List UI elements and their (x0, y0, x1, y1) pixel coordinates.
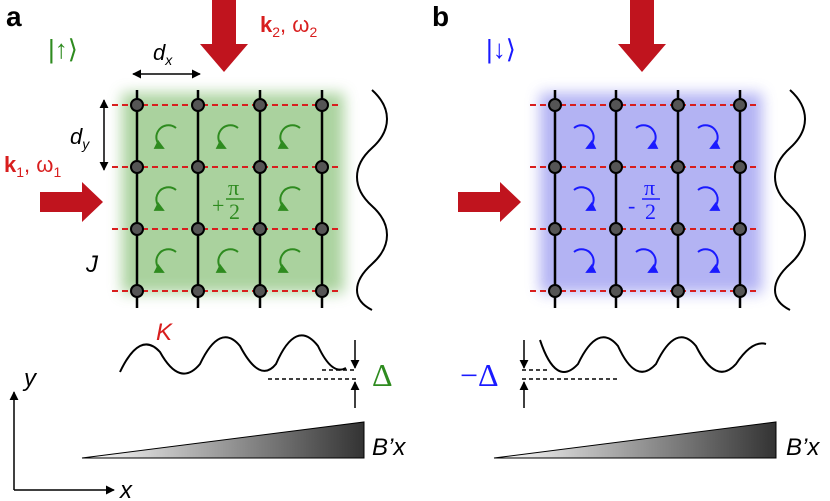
coordinate-axes: y x (9, 365, 133, 501)
panel-b-potential-wave (539, 336, 767, 373)
panel-b: b |↓⟩ (432, 0, 820, 461)
panel-a-k1-label: k1, ω1 (4, 152, 61, 180)
panel-b-bonds-horizontal (530, 104, 756, 292)
panel-a-field-gradient (81, 421, 365, 459)
panel-a-gradient-label: B’x (372, 434, 406, 461)
panel-b-flux-sign: - (628, 193, 635, 218)
panel-a-flux-numerator: π (228, 175, 239, 200)
panel-a-flux-denominator: 2 (229, 199, 240, 224)
panel-a-K-label: K (156, 319, 173, 346)
panel-a-beam2-arrow (200, 0, 248, 72)
panel-b-state-label: |↓⟩ (486, 34, 516, 64)
panel-a-letter: a (6, 1, 22, 32)
panel-a-circulation-arrows (153, 124, 301, 273)
panel-b-letter: b (432, 1, 449, 32)
panel-a-bonds-horizontal (112, 104, 338, 292)
panel-b-circulation-arrows (573, 124, 721, 273)
panel-a-state-label: |↑⟩ (48, 34, 78, 64)
panel-a-dx-label: dx (153, 40, 173, 68)
y-axis-label: y (22, 365, 38, 392)
panel-a-flux-sign: + (212, 193, 224, 218)
panel-b-field-gradient (493, 421, 777, 459)
panel-a-k2-label: k2, ω2 (260, 12, 317, 40)
x-axis-label: x (119, 477, 133, 501)
panel-b-beam2-arrow (618, 0, 666, 72)
panel-a-beam1-arrow (40, 182, 103, 222)
panel-b-flux-denominator: 2 (645, 199, 656, 224)
panel-a: a |↑⟩ (4, 0, 406, 461)
panel-a-delta-label: Δ (372, 357, 393, 393)
panel-b-delta-label: −Δ (460, 357, 499, 393)
panel-b-sites (548, 98, 747, 298)
panel-a-J-label: J (85, 251, 99, 278)
panel-b-beam1-arrow (458, 182, 521, 222)
panel-a-potential-wave (119, 334, 347, 375)
panel-a-bonds-vertical (135, 90, 324, 308)
panel-a-standing-wave (356, 89, 388, 311)
panel-b-standing-wave (774, 89, 806, 311)
panel-a-dy-label: dy (70, 124, 90, 152)
panel-b-bonds-vertical (553, 90, 742, 308)
panel-a-sites (130, 98, 329, 298)
panel-b-flux-numerator: π (644, 175, 655, 200)
panel-b-gradient-label: B’x (786, 434, 820, 461)
